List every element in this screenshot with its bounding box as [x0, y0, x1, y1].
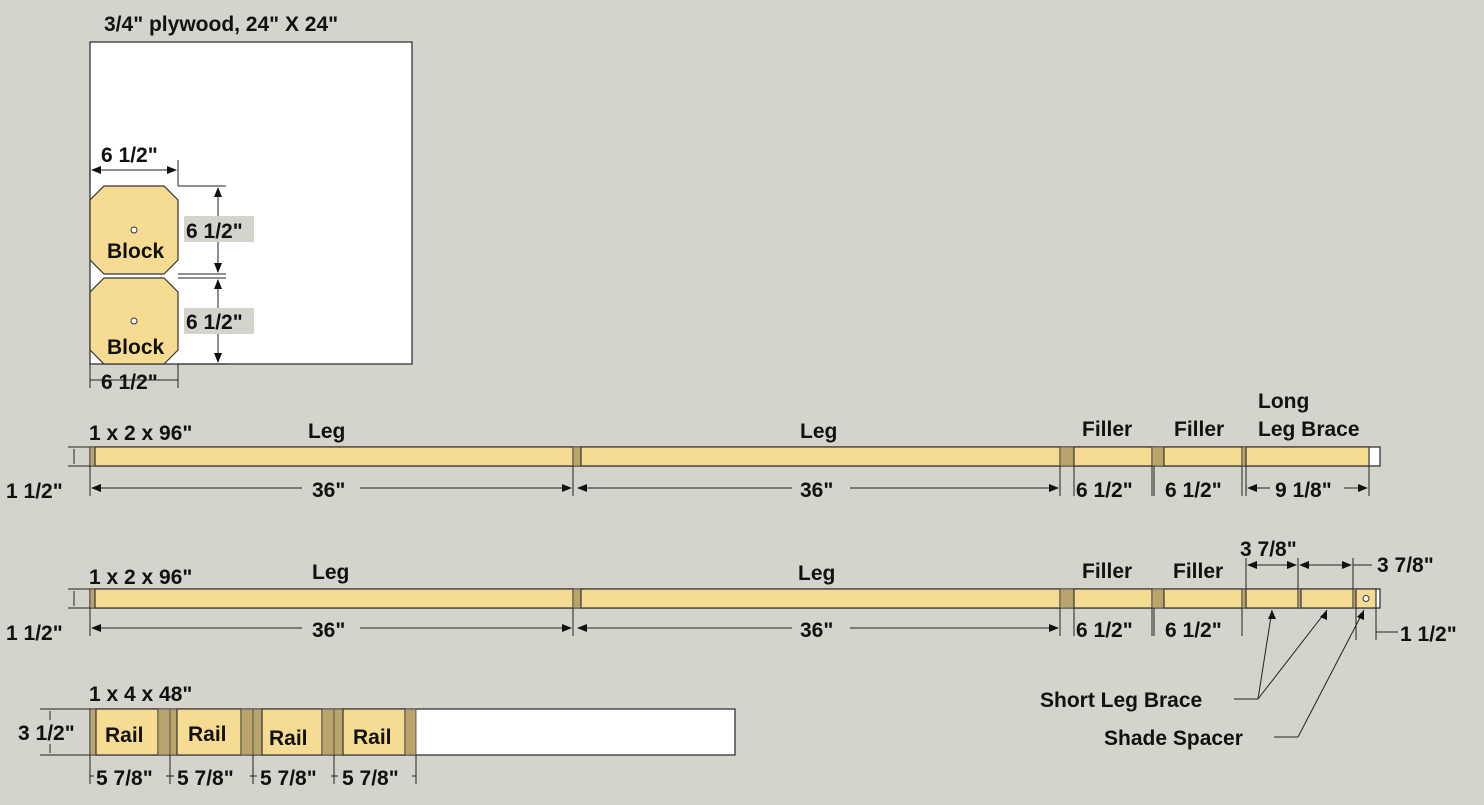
- board-1-leg-2: [580, 446, 1061, 467]
- board-3-rail-2: [176, 708, 242, 756]
- kerf: [89, 708, 97, 756]
- dim-block-bottom: 6 1/2": [101, 371, 158, 394]
- dim-block-width: 6 1/2": [101, 144, 158, 167]
- board-2: 1 x 2 x 96" Leg Leg Filler Filler 1 1/2": [6, 538, 1457, 750]
- kerf: [1059, 446, 1075, 467]
- board-1-dim-brace: 9 1/8": [1275, 479, 1332, 502]
- dim-block-1-height: 6 1/2": [186, 220, 243, 243]
- dim-bg: [184, 216, 254, 242]
- kerf: [572, 588, 582, 609]
- board-2-stock: 1 x 2 x 96": [89, 566, 192, 589]
- board-1-long-brace-label-line2: Leg Brace: [1258, 418, 1360, 441]
- kerf: [89, 446, 96, 467]
- board-2-leg-1: [94, 588, 574, 609]
- board-2-dim-leg-2: 36": [800, 619, 833, 642]
- board-1: 1 x 2 x 96" Leg Leg Filler Filler Long L…: [6, 390, 1381, 503]
- plywood-sheet: 3/4" plywood, 24" X 24" Block Block 6 1/…: [89, 13, 413, 394]
- board-2-short-leg-brace-2: [1300, 588, 1354, 609]
- board-1-width-dim: 1 1/2": [6, 480, 63, 503]
- board-1-filler-2: [1163, 446, 1243, 467]
- kerf: [157, 708, 171, 756]
- board-3-rail-1: [95, 708, 159, 756]
- board-3-rail-3: [261, 708, 323, 756]
- board-1-dim-leg-1: 36": [312, 479, 345, 502]
- kerf: [169, 708, 178, 756]
- board-2-dim-filler-1: 6 1/2": [1076, 619, 1133, 642]
- board-3-width-dim: 3 1/2": [18, 722, 75, 745]
- board-1-filler-1: [1073, 446, 1153, 467]
- board-2-filler-1-label: Filler: [1082, 560, 1132, 583]
- board-3-dim-rail-2: 5 7/8": [177, 767, 234, 790]
- board-3-rail-4-label: Rail: [353, 726, 392, 749]
- board-1-leg-1-label: Leg: [308, 420, 345, 443]
- board-2-dim-short-2: 3 7/8": [1377, 554, 1434, 577]
- board-1-leg-1: [94, 446, 574, 467]
- board-2-dim-short-1: 3 7/8": [1240, 538, 1297, 561]
- plywood-title: 3/4" plywood, 24" X 24": [104, 13, 338, 36]
- board-1-length-dims: [89, 466, 1370, 500]
- board-2-length-dims: [89, 558, 1398, 738]
- board-3-rail-3-label: Rail: [269, 727, 308, 750]
- board-2-filler-2: [1163, 588, 1243, 609]
- kerf: [240, 708, 254, 756]
- dim-bg: [16, 720, 86, 744]
- board-1-dim-filler-1: 6 1/2": [1076, 479, 1133, 502]
- board-3-stock: 1 x 4 x 48": [89, 683, 192, 706]
- board-2-leg-2: [580, 588, 1061, 609]
- board-2-width-dim: 1 1/2": [6, 622, 63, 645]
- kerf: [1151, 588, 1165, 609]
- kerf: [1059, 588, 1075, 609]
- callout-short-leg-brace: Short Leg Brace: [1040, 689, 1202, 712]
- board-1-long-leg-brace: [1245, 446, 1370, 467]
- board-1-dim-leg-2: 36": [800, 479, 833, 502]
- block-2-center-hole: [130, 317, 138, 325]
- board-1-dim-filler-2: 6 1/2": [1165, 479, 1222, 502]
- block-2-label: Block: [107, 336, 165, 359]
- kerf: [321, 708, 335, 756]
- board-1-stock: 1 x 2 x 96": [89, 422, 192, 445]
- board-2-filler-1: [1073, 588, 1153, 609]
- block-1-label: Block: [107, 240, 165, 263]
- kerf: [333, 708, 344, 756]
- board-1-long-brace-label-line1: Long: [1258, 390, 1309, 413]
- board-3-length-dims: [89, 755, 417, 788]
- kerf: [1151, 446, 1165, 467]
- board-3-rail-1-label: Rail: [105, 724, 144, 747]
- board-2-leg-1-label: Leg: [312, 561, 349, 584]
- board-2-dim-spacer: 1 1/2": [1400, 623, 1457, 646]
- dim-bg: [184, 308, 254, 334]
- board-2-short-leg-brace-1: [1245, 588, 1299, 609]
- board-2-filler-2-label: Filler: [1173, 560, 1223, 583]
- kerf: [252, 708, 263, 756]
- board-3-dim-rail-4: 5 7/8": [342, 767, 399, 790]
- board-3-dim-rail-1: 5 7/8": [96, 767, 153, 790]
- callout-shade-spacer: Shade Spacer: [1104, 727, 1243, 750]
- dim-block-2-height: 6 1/2": [186, 311, 243, 334]
- board-3-rail-4: [342, 708, 406, 756]
- board-3-dim-rail-3: 5 7/8": [260, 767, 317, 790]
- block-1-center-hole: [130, 226, 138, 234]
- board-1-filler-2-label: Filler: [1174, 418, 1224, 441]
- board-1-filler-1-label: Filler: [1082, 418, 1132, 441]
- kerf: [89, 588, 96, 609]
- board-3-rail-2-label: Rail: [188, 723, 227, 746]
- board-2-dim-filler-2: 6 1/2": [1165, 619, 1222, 642]
- board-3: 1 x 4 x 48" Rail Rail Rail Rail 3 1/2": [16, 683, 736, 790]
- kerf: [404, 708, 417, 756]
- kerf: [572, 446, 582, 467]
- shade-spacer-hole: [1362, 595, 1370, 602]
- board-1-leg-2-label: Leg: [800, 420, 837, 443]
- board-2-leg-2-label: Leg: [798, 562, 835, 585]
- board-2-dim-leg-1: 36": [312, 619, 345, 642]
